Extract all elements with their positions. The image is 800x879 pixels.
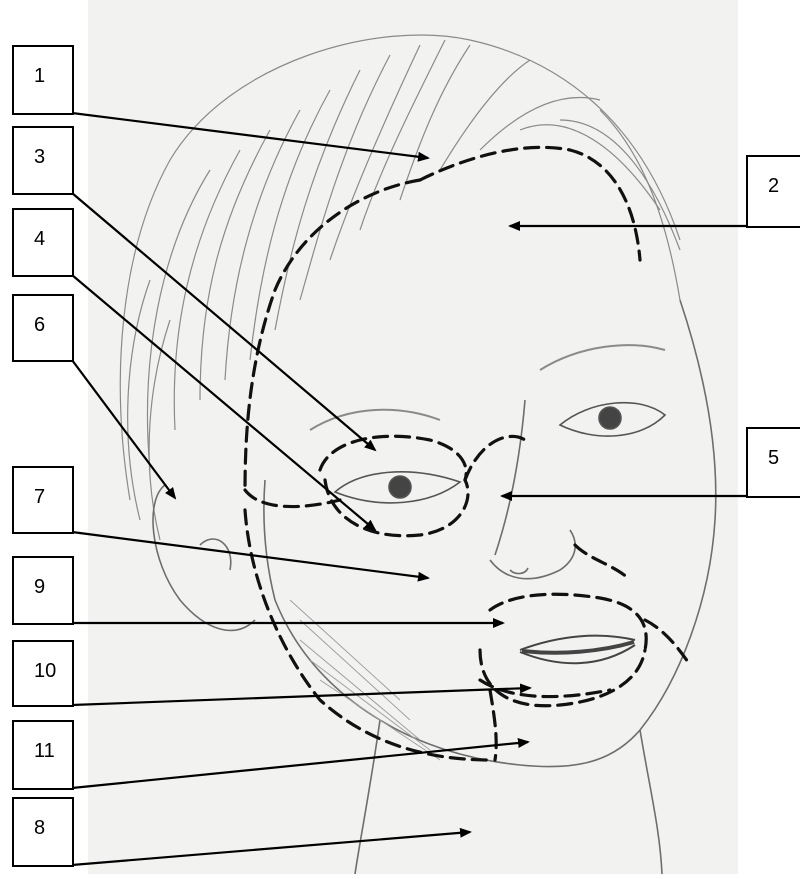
label-box-6: 6 <box>12 294 74 362</box>
label-9: 9 <box>34 576 45 598</box>
label-box-4: 4 <box>12 208 74 277</box>
label-box-9: 9 <box>12 556 74 625</box>
label-1: 1 <box>34 65 45 87</box>
label-box-1: 1 <box>12 45 74 115</box>
label-2: 2 <box>768 175 779 197</box>
label-7: 7 <box>34 486 45 508</box>
label-8: 8 <box>34 817 45 839</box>
label-5: 5 <box>768 447 779 469</box>
label-11: 11 <box>34 740 55 762</box>
label-4: 4 <box>34 228 45 250</box>
label-box-10: 10 <box>12 640 74 707</box>
paper-background <box>88 0 738 874</box>
label-3: 3 <box>34 146 45 168</box>
label-box-2: 2 <box>746 155 800 228</box>
label-10: 10 <box>34 660 56 682</box>
label-box-7: 7 <box>12 466 74 534</box>
label-box-11: 11 <box>12 720 74 790</box>
label-box-5: 5 <box>746 427 800 498</box>
label-6: 6 <box>34 314 45 336</box>
label-box-8: 8 <box>12 797 74 867</box>
label-box-3: 3 <box>12 126 74 195</box>
